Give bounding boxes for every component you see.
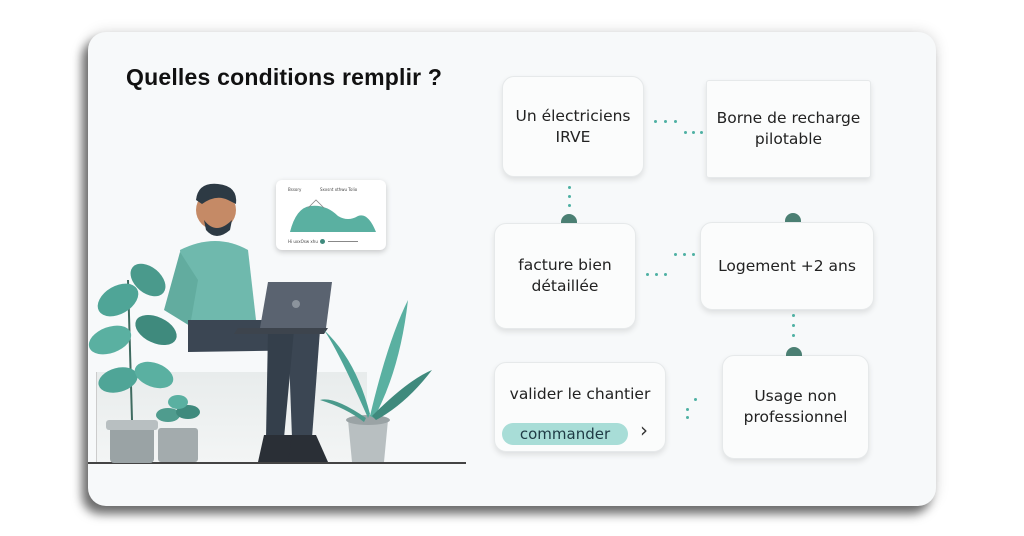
popup-label-1: Bssory [288, 187, 302, 192]
condition-logement-text: Logement +2 ans [718, 256, 856, 275]
connector-dot [664, 120, 667, 123]
connector-dot [568, 195, 571, 198]
connector-dot [692, 131, 695, 134]
connector-dot [694, 398, 697, 401]
connector-dot [684, 131, 687, 134]
page-title: Quelles conditions remplir ? [126, 64, 443, 90]
connector-dot [568, 204, 571, 207]
condition-electricien: Un électriciens IRVE [502, 76, 644, 177]
popup-mini-chart [290, 199, 376, 232]
condition-logement: Logement +2 ans [700, 222, 874, 310]
plant-right [320, 300, 432, 462]
connector-dot [674, 253, 677, 256]
condition-facture: facture bien détaillée [494, 223, 636, 329]
connector-dot [674, 120, 677, 123]
condition-facture-text: facture bien détaillée [518, 256, 612, 295]
connector-dot [700, 131, 703, 134]
validate-card-label: valider le chantier [509, 385, 651, 403]
popup-slider-track [328, 241, 358, 242]
condition-electricien-text: Un électriciens IRVE [515, 106, 631, 146]
plant-left [88, 263, 177, 463]
popup-label-2: Sxxsnt xthwu Tolio [320, 187, 358, 192]
condition-usage-text: Usage non professionnel [743, 387, 848, 426]
condition-usage: Usage non professionnel [722, 355, 869, 459]
connector-dot [664, 273, 667, 276]
connector-dot [654, 120, 657, 123]
plant-small [156, 395, 200, 462]
floor-line [88, 462, 466, 464]
connector-dot [568, 186, 571, 189]
connector-dot [655, 273, 658, 276]
connector-knob [786, 347, 802, 356]
person [164, 183, 332, 462]
chevron-right-icon[interactable]: › [640, 418, 648, 442]
connector-dot [683, 253, 686, 256]
connector-dot [692, 253, 695, 256]
connector-knob [785, 213, 801, 222]
popup-slider-dot [320, 239, 325, 244]
condition-borne-text: Borne de recharge pilotable [716, 109, 861, 148]
popup-footer: Hi uxxOsw xhu [288, 239, 318, 244]
connector-dot [792, 324, 795, 327]
connector-dot [792, 334, 795, 337]
chart-popup: Bssory Sxxsnt xthwu Tolio Hi uxxOsw xhu [276, 180, 386, 250]
person-illustration [88, 183, 432, 463]
commander-button[interactable]: commander [502, 423, 628, 445]
connector-dot [646, 273, 649, 276]
connector-dot [686, 416, 689, 419]
connector-dot [792, 314, 795, 317]
connector-knob [561, 214, 577, 223]
connector-dot [686, 408, 689, 411]
condition-borne: Borne de recharge pilotable [706, 80, 871, 178]
